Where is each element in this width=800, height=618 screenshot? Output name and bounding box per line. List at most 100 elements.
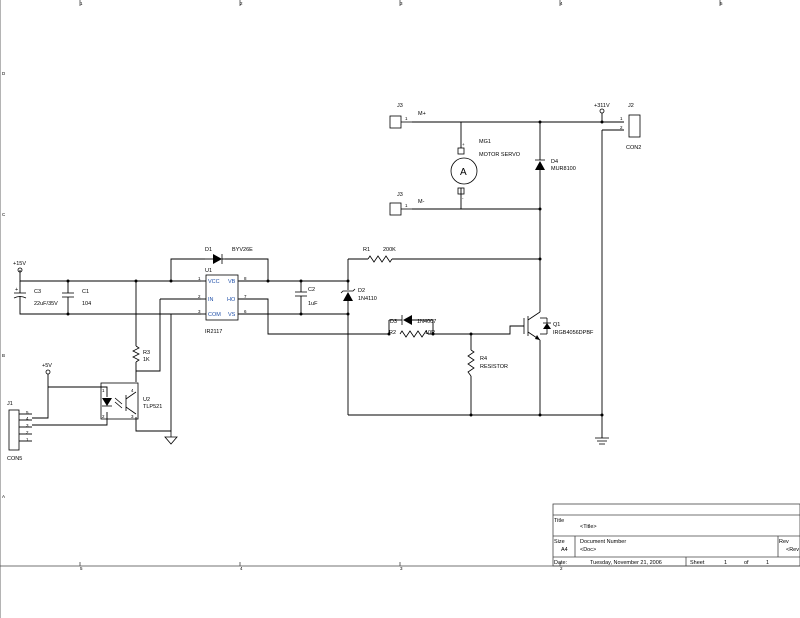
c3-value: 22uF/35V [34, 301, 58, 307]
j1-pin: 3 [26, 423, 29, 428]
optocoupler-u2: 1 2 3 4 U2 TLP521 [100, 382, 162, 420]
power-311v-label: +311V [594, 103, 610, 109]
j3a-net: M+ [418, 111, 426, 117]
border-col-label: 2 [240, 1, 243, 6]
motor-symbol: A [460, 167, 467, 178]
power-311v: +311V [594, 103, 610, 114]
border-col-label: 4 [240, 566, 243, 571]
u1-pin-vcc: VCC [208, 279, 220, 285]
d3-ref: D3 [390, 319, 397, 325]
power-5v-label: +5V [42, 363, 52, 369]
border-col-label: 3 [400, 1, 403, 6]
j2-pin1: 1 [620, 116, 623, 121]
motor-pin-plus: + [462, 142, 465, 147]
u1-pin-vs: VS [228, 312, 236, 318]
u1-pin-com: COM [208, 312, 221, 318]
power-5v: +5V [42, 363, 52, 375]
border-col-label: 1 [80, 1, 83, 6]
connector-j3-mplus: J3 1 M+ [389, 103, 426, 129]
d1-ref: D1 [205, 247, 212, 253]
r2-value: 10R [425, 330, 435, 336]
junctions [66, 120, 604, 417]
u1-pin-num: 6 [244, 309, 247, 314]
border-row-label: A [2, 494, 5, 499]
u1-pin-num: 7 [244, 294, 247, 299]
c2-ref: C2 [308, 287, 315, 293]
u2-pin: 4 [131, 388, 134, 393]
capacitor-c1: C1 104 [62, 289, 91, 307]
c2-value: 1uF [308, 301, 318, 307]
ground-symbol-2 [595, 437, 609, 445]
size-label: Size [554, 539, 565, 545]
u1-pin-num: 8 [244, 276, 247, 281]
j1-pin: 5 [26, 410, 29, 415]
zener-d2: D2 1N4110 [340, 288, 377, 302]
u2-pin: 2 [102, 414, 105, 419]
r3-value: 1K [143, 357, 150, 363]
of-value: 1 [766, 560, 769, 566]
d2-value: 1N4110 [358, 296, 377, 302]
motor-mg1: A + - MG1 MOTOR SERVO [450, 139, 521, 201]
mg1-ref: MG1 [479, 139, 491, 145]
u1-pin-in: IN [208, 297, 214, 303]
border-col-label: 5 [80, 566, 83, 571]
u1-ref: U1 [205, 268, 212, 274]
r1-value: 200K [383, 247, 396, 253]
connector-j3-mminus: J3 1 M- [389, 192, 425, 216]
u2-value: TLP521 [143, 404, 162, 410]
border-row-label: D [2, 71, 6, 76]
q1-value: IRGB4056DPBF [553, 330, 594, 336]
rev-value: <Rev [786, 547, 799, 553]
diode-d1: D1 BYV26E [205, 247, 253, 264]
r2-ref: R2 [389, 330, 396, 336]
j3b-ref: J3 [397, 192, 403, 198]
wires [19, 113, 624, 438]
resistor-r4: R4 RESISTOR [467, 349, 508, 377]
j2-value: CON2 [626, 145, 641, 151]
resistor-r2: R2 10R [389, 330, 435, 338]
connector-j1: J1 5 4 3 2 1 CON5 [7, 401, 32, 462]
border-row-label: B [2, 353, 5, 358]
u2-pin: 3 [131, 414, 134, 419]
diode-d4: D4 MUR8100 [535, 159, 576, 172]
rev-label: Rev [779, 539, 789, 545]
docnum-value: <Doc> [580, 547, 596, 553]
mg1-value: MOTOR SERVO [479, 152, 521, 158]
j1-ref: J1 [7, 401, 13, 407]
u2-pin: 1 [102, 388, 105, 393]
c1-ref: C1 [82, 289, 89, 295]
r4-value: RESISTOR [480, 364, 508, 370]
d4-ref: D4 [551, 159, 558, 165]
j2-pin2: 2 [620, 125, 623, 130]
border-col-label: 3 [400, 566, 403, 571]
u2-ref: U2 [143, 397, 150, 403]
j1-pin: 4 [26, 416, 29, 421]
u1-pin-num: 1 [198, 276, 201, 281]
j1-pin: 1 [26, 437, 29, 442]
u1-pin-num: 3 [198, 309, 201, 314]
u1-pin-vb: VB [228, 279, 236, 285]
j2-ref: J2 [628, 103, 634, 109]
capacitor-c2: C2 1uF [295, 287, 318, 307]
power-15v-label: +15V [13, 261, 26, 267]
r1-ref: R1 [363, 247, 370, 253]
j3b-net: M- [418, 199, 425, 205]
connector-j2: J2 1 2 CON2 [620, 103, 641, 151]
date-value: Tuesday, November 21, 2006 [590, 560, 662, 566]
q1-ref: Q1 [553, 322, 560, 328]
j1-pin: 2 [26, 430, 29, 435]
of-label: of [744, 560, 749, 566]
r4-ref: R4 [480, 356, 487, 362]
sheet-label: Sheet [690, 560, 705, 566]
power-15v: +15V [13, 261, 26, 273]
capacitor-c3: + C3 22uF/35V [13, 281, 58, 307]
resistor-r1: R1 200K [363, 247, 396, 263]
docnum-label: Document Number [580, 539, 626, 545]
u1-pin-ho: HO [227, 297, 236, 303]
d2-ref: D2 [358, 288, 365, 294]
d4-value: MUR8100 [551, 166, 576, 172]
ic-u1: U1 VCC VB IN HO COM VS 1 2 3 8 7 6 IR211… [198, 268, 247, 335]
border-col-label: 5 [720, 1, 723, 6]
border-row-label: C [2, 212, 6, 217]
